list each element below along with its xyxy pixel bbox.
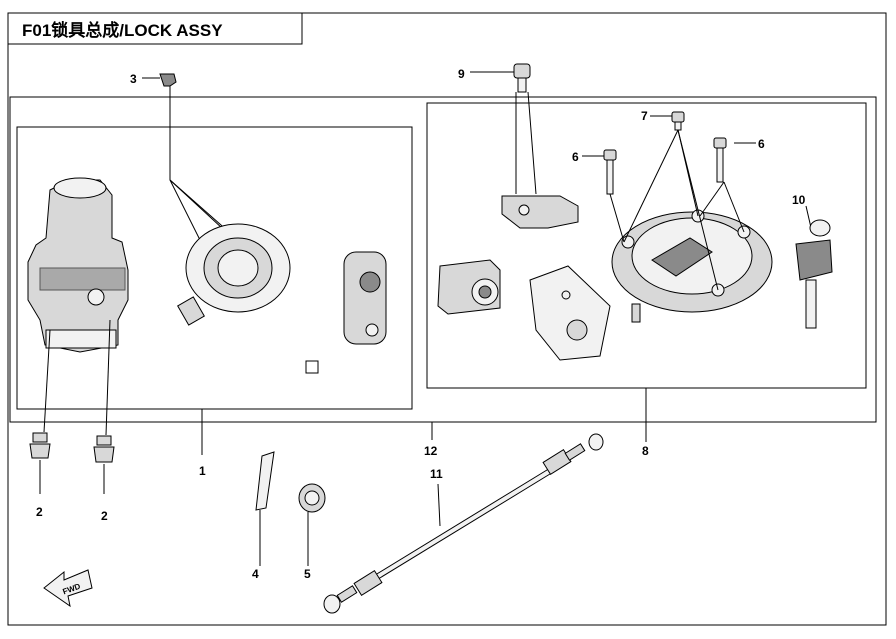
screw-7 bbox=[609, 111, 745, 291]
bolt-2-right bbox=[93, 319, 115, 494]
callout-12: 12 bbox=[424, 444, 438, 458]
callout-4: 4 bbox=[252, 567, 259, 581]
callout-7: 7 bbox=[641, 109, 648, 123]
key-tag-5 bbox=[298, 483, 326, 566]
callout-8: 8 bbox=[642, 444, 649, 458]
cable-11 bbox=[323, 433, 604, 614]
fwd-direction-arrow: FWD bbox=[43, 569, 93, 608]
outer-frame bbox=[7, 12, 887, 626]
callout-2-left: 2 bbox=[36, 505, 43, 519]
callout-11: 11 bbox=[430, 467, 443, 481]
callout-6-left: 6 bbox=[572, 150, 579, 164]
diagram-title: F01锁具总成/LOCK ASSY bbox=[22, 20, 223, 40]
callout-2-right: 2 bbox=[101, 509, 108, 523]
assembly-1-frame bbox=[16, 126, 413, 410]
callout-9: 9 bbox=[458, 67, 465, 81]
callout-10: 10 bbox=[792, 193, 806, 207]
callout-1: 1 bbox=[199, 464, 206, 478]
lock-bracket bbox=[501, 195, 579, 229]
plate-bracket bbox=[529, 265, 611, 361]
key-blank-4 bbox=[255, 451, 275, 566]
bolt-2-left bbox=[29, 329, 51, 494]
screw-9 bbox=[470, 63, 537, 195]
callout-3: 3 bbox=[130, 72, 137, 86]
callout-5: 5 bbox=[304, 567, 311, 581]
ignition-switch bbox=[27, 177, 129, 353]
fuel-cap bbox=[611, 209, 773, 323]
assembly-12-frame bbox=[9, 96, 877, 423]
callout-6-right: 6 bbox=[758, 137, 765, 151]
small-square-marker bbox=[305, 360, 319, 374]
lock-cylinder bbox=[437, 259, 501, 315]
key-fob bbox=[343, 251, 387, 345]
title-box: F01锁具总成/LOCK ASSY bbox=[8, 12, 303, 45]
key-10 bbox=[795, 205, 833, 329]
screw-6-left bbox=[582, 149, 617, 195]
screw-6-right bbox=[713, 137, 756, 183]
switch-cover-ring bbox=[177, 223, 291, 326]
